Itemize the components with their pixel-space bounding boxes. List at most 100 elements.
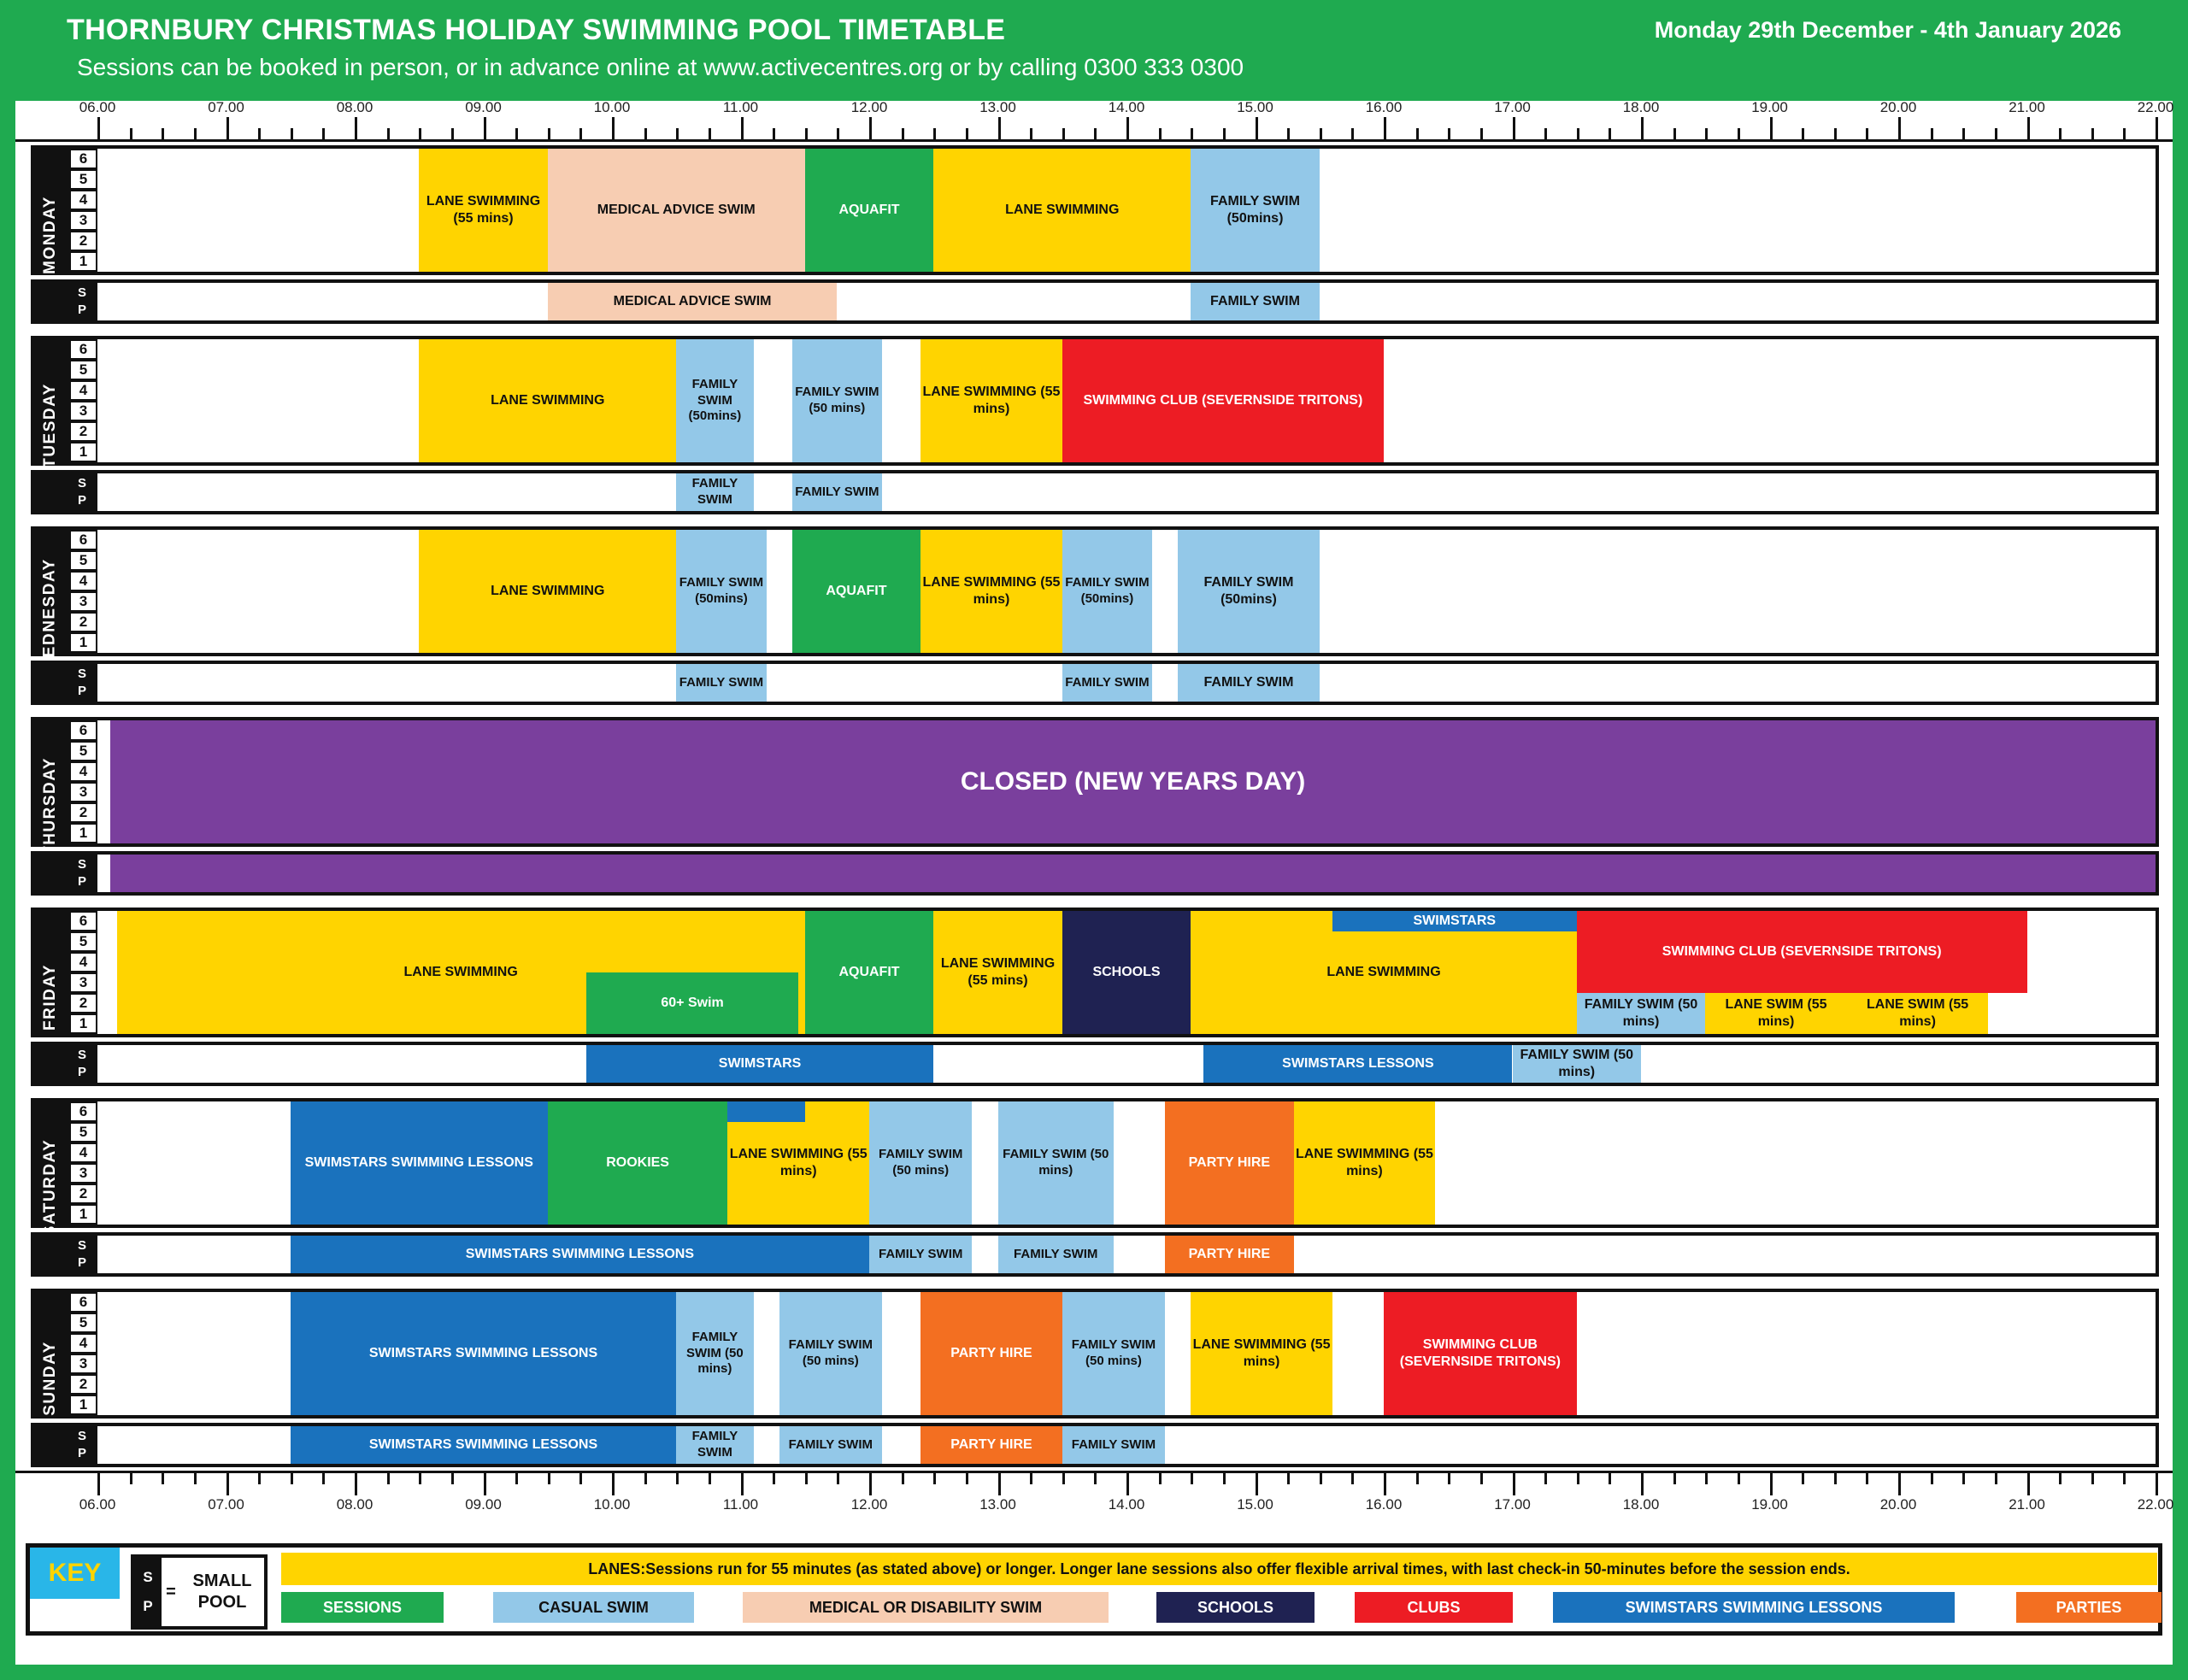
axis-tick-minor: [1415, 128, 1419, 139]
legend-swatch-parties[interactable]: PARTIES: [2016, 1592, 2162, 1623]
session-block[interactable]: FAMILY SWIM (50 mins): [997, 1101, 1114, 1225]
small-pool-session-block[interactable]: SWIMSTARS SWIMMING LESSONS: [290, 1236, 869, 1273]
legend-swatch-casual-swim[interactable]: CASUAL SWIM: [493, 1592, 694, 1623]
small-pool-letter-s: S: [77, 475, 86, 490]
small-pool-session-block[interactable]: FAMILY SWIM: [1191, 283, 1320, 320]
day-name-label: SATURDAY: [41, 1138, 59, 1237]
axis-tick-minor: [1319, 128, 1322, 139]
session-block[interactable]: FAMILY SWIM (50mins): [1191, 149, 1320, 272]
session-block[interactable]: SWIMMING CLUB (SEVERNSIDE TRITONS): [1062, 339, 1384, 462]
session-block[interactable]: SWIMMING CLUB (SEVERNSIDE TRITONS): [1384, 1292, 1577, 1415]
session-block[interactable]: LANE SWIMMING (55 mins): [419, 149, 548, 272]
small-pool-session-block[interactable]: SWIMSTARS LESSONS: [1203, 1045, 1513, 1083]
session-block[interactable]: LANE SWIMMING (55 mins): [933, 911, 1062, 1034]
axis-tick-minor: [2059, 128, 2062, 139]
axis-tick-minor: [1158, 1473, 1162, 1484]
session-block[interactable]: SWIMMING CLUB (SEVERNSIDE TRITONS): [1576, 911, 2027, 993]
small-pool-session-block[interactable]: FAMILY SWIM: [779, 1426, 883, 1464]
session-block[interactable]: AQUAFIT: [804, 149, 934, 272]
session-block[interactable]: AQUAFIT: [791, 530, 921, 653]
lane-number-3: 3: [69, 401, 97, 421]
axis-tick-minor: [804, 128, 808, 139]
session-block[interactable]: LANE SWIMMING: [933, 149, 1191, 272]
axis-tick-minor: [1737, 128, 1740, 139]
session-block[interactable]: LANE SWIMMING: [1191, 911, 1577, 1034]
session-block[interactable]: LANE SWIMMING (55 mins): [727, 1101, 869, 1225]
axis-tick-minor: [1351, 1473, 1355, 1484]
session-block[interactable]: LANE SWIMMING (55 mins): [1293, 1101, 1436, 1225]
small-pool-session-block[interactable]: MEDICAL ADVICE SWIM: [547, 283, 838, 320]
session-block[interactable]: MEDICAL ADVICE SWIM: [547, 149, 805, 272]
session-block[interactable]: FAMILY SWIM (50 mins): [791, 339, 883, 462]
small-pool-session-block[interactable]: FAMILY SWIM: [676, 473, 754, 511]
legend-swatch-swimstars-swimming-lessons[interactable]: SWIMSTARS SWIMMING LESSONS: [1553, 1592, 1955, 1623]
session-block[interactable]: 60+ Swim: [585, 972, 799, 1034]
small-pool-session-block[interactable]: FAMILY SWIM: [676, 664, 767, 702]
small-pool-session-block[interactable]: PARTY HIRE: [1165, 1236, 1294, 1273]
session-block[interactable]: LANE SWIM (55 mins): [1705, 993, 1847, 1034]
session-block[interactable]: LANE SWIMMING (55 mins): [920, 339, 1062, 462]
session-block[interactable]: FAMILY SWIM (50mins): [1062, 530, 1153, 653]
legend-swatch-medical-or-disability-swim[interactable]: MEDICAL OR DISABILITY SWIM: [743, 1592, 1109, 1623]
axis-tick-minor: [1030, 1473, 1033, 1484]
session-block[interactable]: FAMILY SWIM (50 mins): [1576, 993, 1706, 1034]
small-pool-letter-s: S: [77, 1428, 86, 1443]
axis-tick-major: [612, 117, 615, 139]
axis-tick-label: 09.00: [465, 99, 502, 115]
small-pool-session-block[interactable]: PARTY HIRE: [920, 1426, 1062, 1464]
session-block[interactable]: [727, 1101, 805, 1122]
axis-tick-minor: [515, 128, 519, 139]
small-pool-session-block[interactable]: FAMILY SWIM: [1178, 664, 1320, 702]
small-pool-session-block[interactable]: SWIMSTARS: [585, 1045, 934, 1083]
session-block[interactable]: FAMILY SWIM (50mins): [1178, 530, 1320, 653]
session-block[interactable]: CLOSED (NEW YEARS DAY): [110, 720, 2156, 843]
legend-swatch-sessions[interactable]: SESSIONS: [281, 1592, 444, 1623]
session-block[interactable]: FAMILY SWIM (50 mins): [676, 1292, 754, 1415]
small-pool-session-block[interactable]: SWIMSTARS SWIMMING LESSONS: [290, 1426, 677, 1464]
small-pool-session-block[interactable]: FAMILY SWIM: [997, 1236, 1114, 1273]
session-block[interactable]: ROOKIES: [547, 1101, 728, 1225]
axis-tick-major: [97, 117, 100, 139]
pool-separator: [31, 656, 2159, 661]
axis-tick-minor: [515, 1473, 519, 1484]
lane-number-3: 3: [69, 1163, 97, 1184]
axis-tick-major: [2026, 117, 2030, 139]
small-pool-session-block[interactable]: FAMILY SWIM: [1062, 1426, 1166, 1464]
session-block[interactable]: SCHOOLS: [1062, 911, 1191, 1034]
axis-tick-label: 20.00: [1879, 1496, 1917, 1513]
lane-number-3: 3: [69, 972, 97, 993]
small-pool-letter-p: P: [77, 684, 86, 698]
session-block[interactable]: SWIMSTARS SWIMMING LESSONS: [290, 1292, 677, 1415]
session-block[interactable]: LANE SWIM (55 mins): [1846, 993, 1989, 1034]
small-pool-session-block[interactable]: FAMILY SWIM: [1062, 664, 1153, 702]
session-block[interactable]: FAMILY SWIM (50mins): [676, 530, 767, 653]
small-pool-session-block[interactable]: FAMILY SWIM: [869, 1236, 973, 1273]
session-block[interactable]: PARTY HIRE: [920, 1292, 1062, 1415]
session-block[interactable]: PARTY HIRE: [1165, 1101, 1294, 1225]
session-block[interactable]: SWIMSTARS SWIMMING LESSONS: [290, 1101, 548, 1225]
lanes-note: LANES: Sessions run for 55 minutes (as s…: [281, 1553, 2157, 1585]
lane-number-1: 1: [69, 823, 97, 843]
legend-swatch-schools[interactable]: SCHOOLS: [1156, 1592, 1315, 1623]
small-pool-session-block[interactable]: FAMILY SWIM: [791, 473, 883, 511]
session-block[interactable]: LANE SWIMMING: [419, 530, 677, 653]
session-block[interactable]: FAMILY SWIM (50 mins): [1062, 1292, 1166, 1415]
session-block[interactable]: FAMILY SWIM (50 mins): [869, 1101, 973, 1225]
legend-swatches: SESSIONS CASUAL SWIM MEDICAL OR DISABILITY…: [281, 1592, 2162, 1626]
session-block[interactable]: FAMILY SWIM (50mins): [676, 339, 754, 462]
small-pool-session-block[interactable]: FAMILY SWIM: [676, 1426, 754, 1464]
small-pool-session-block[interactable]: FAMILY SWIM (50 mins): [1512, 1045, 1641, 1083]
pool-separator: [31, 1037, 2159, 1042]
session-block[interactable]: SWIMSTARS: [1332, 911, 1577, 931]
session-block[interactable]: LANE SWIMMING (55 mins): [920, 530, 1062, 653]
axis-tick-major: [1126, 1473, 1129, 1495]
session-block[interactable]: AQUAFIT: [804, 911, 934, 1034]
session-block[interactable]: LANE SWIMMING: [419, 339, 677, 462]
axis-tick-minor: [1448, 1473, 1451, 1484]
axis-tick-major: [483, 117, 486, 139]
legend-swatch-clubs[interactable]: CLUBS: [1355, 1592, 1513, 1623]
session-block[interactable]: FAMILY SWIM (50 mins): [779, 1292, 883, 1415]
session-block[interactable]: LANE SWIMMING (55 mins): [1191, 1292, 1332, 1415]
small-pool-session-block[interactable]: [110, 855, 2156, 892]
